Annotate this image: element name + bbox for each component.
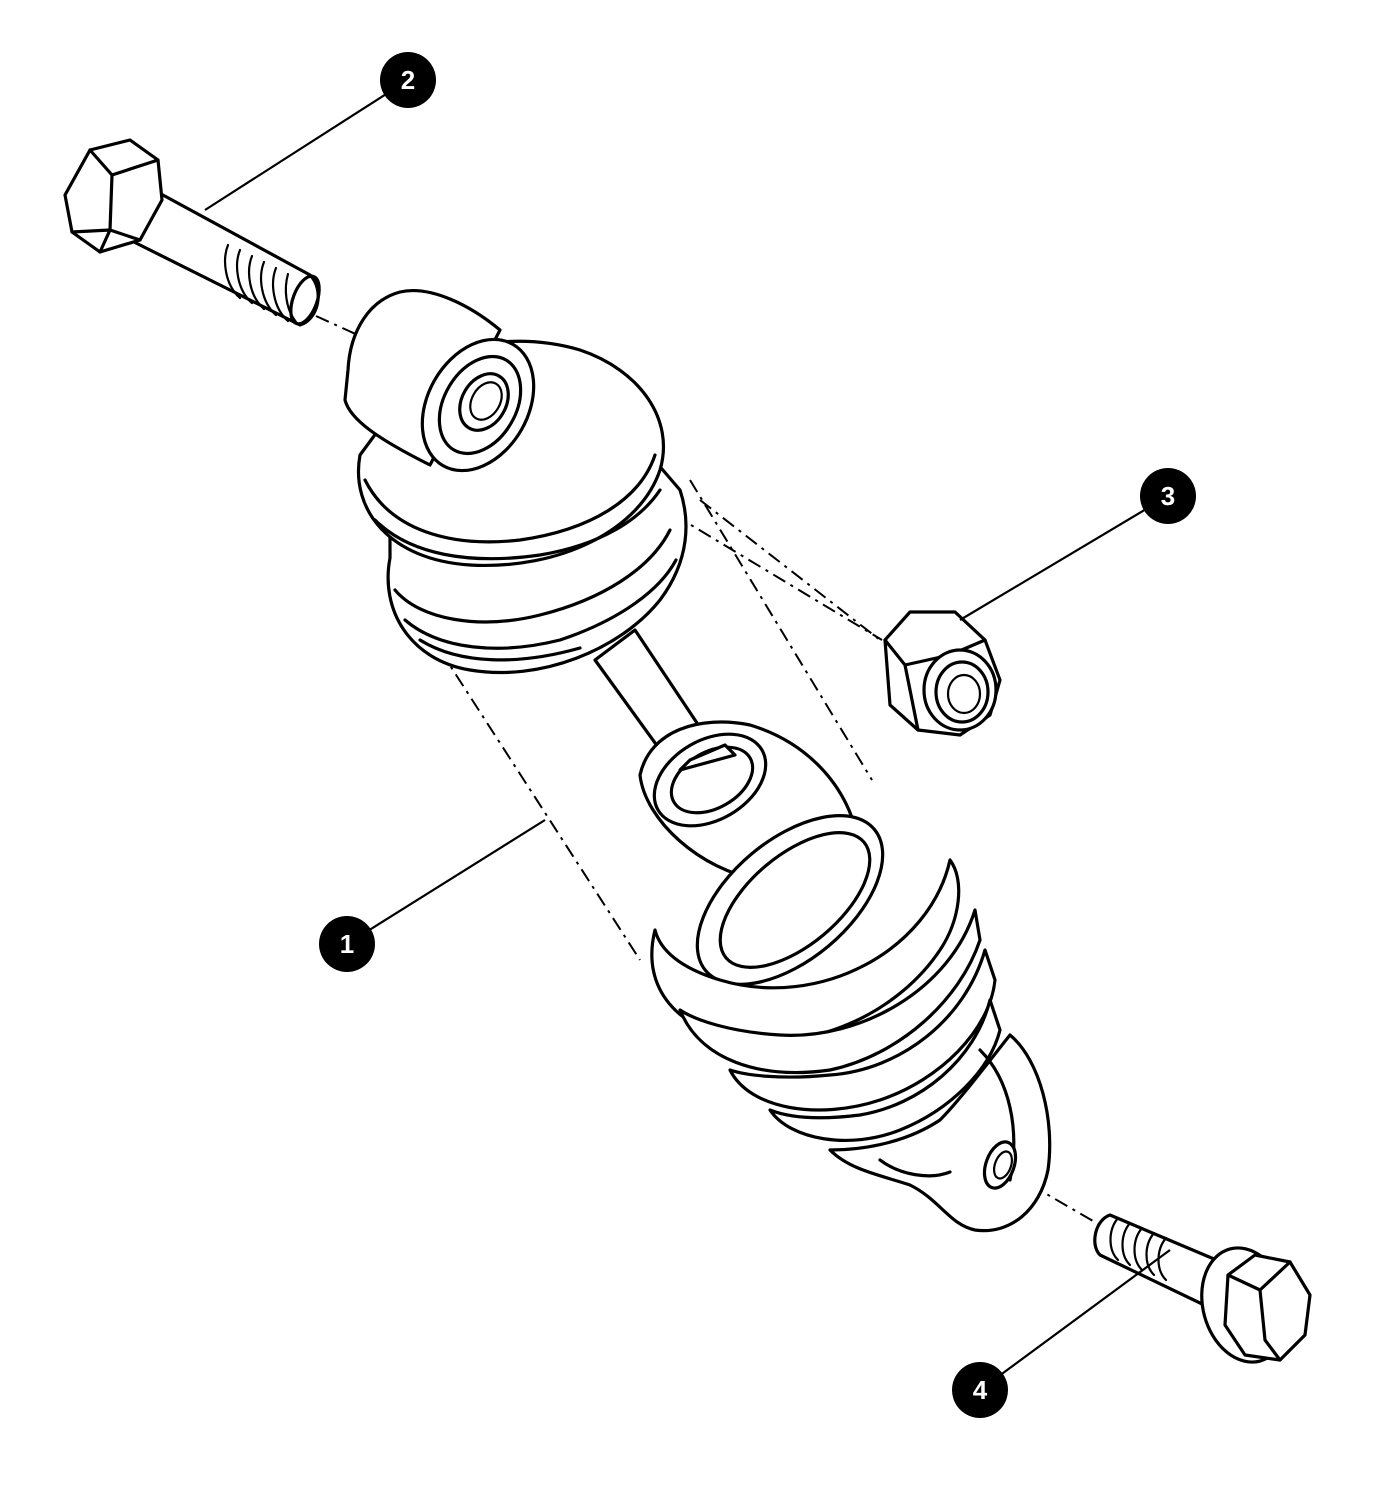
- lock-nut: [883, 610, 1002, 737]
- shock-absorber: [343, 289, 1052, 1233]
- callout-2: 2: [380, 52, 436, 108]
- upper-mounting-bolt: [63, 138, 321, 327]
- callout-2-label: 2: [401, 65, 415, 95]
- callout-1: 1: [319, 916, 375, 972]
- lower-flange-bolt: [1093, 1213, 1312, 1364]
- callout-4-label: 4: [973, 1375, 988, 1405]
- callout-3-label: 3: [1161, 481, 1175, 511]
- center-lines: [315, 315, 1101, 1226]
- callout-3: 3: [1140, 468, 1196, 524]
- callout-1-label: 1: [340, 929, 354, 959]
- leader-lines: [204, 79, 1171, 1391]
- callout-4: 4: [952, 1362, 1008, 1418]
